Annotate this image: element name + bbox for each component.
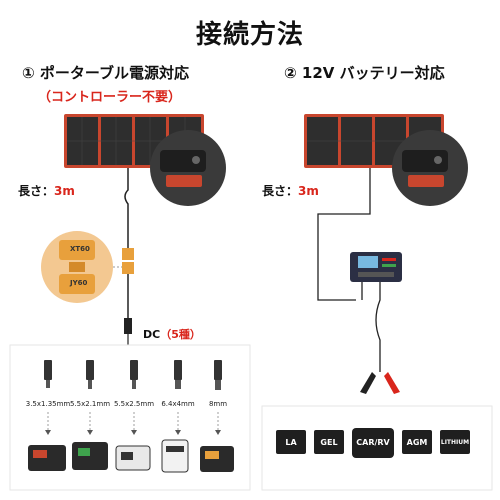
length-label-left: 長さ：3m: [18, 184, 75, 198]
junction-box-zoom-right: [392, 130, 468, 206]
connector-tag-xt60: XT60: [70, 245, 90, 253]
battery-label-gel: GEL: [320, 438, 338, 447]
charge-controller: [350, 252, 402, 282]
page-title: 接続方法: [195, 20, 304, 50]
battery-icons: [276, 428, 470, 458]
tip-label-1: 3.5x1.35mm: [25, 400, 71, 408]
jy60-connector: [122, 262, 134, 274]
battery-label-la: LA: [285, 438, 297, 447]
battery-clamps: [360, 372, 400, 394]
tip-label-4: 6.4x4mm: [161, 400, 195, 408]
solar-panel-left: [64, 114, 204, 168]
battery-label-car-rv: CAR/RV: [356, 438, 390, 447]
dc-tip-icons: [44, 360, 222, 390]
method2-heading: ② 12V バッテリー対応: [284, 64, 445, 82]
battery-label-lithium: LITHIUM: [440, 439, 470, 446]
junction-box-zoom-left: [150, 130, 226, 206]
dc-plug: [124, 318, 132, 334]
down-arrows: [47, 412, 219, 432]
method1-heading: ① ポーターブル電源対応: [22, 64, 190, 82]
length-label-right: 長さ：3m: [262, 184, 319, 198]
connector-tag-jy60: JY60: [70, 279, 88, 287]
connector-zoom: [41, 231, 113, 303]
tip-label-5: 8mm: [208, 400, 228, 408]
xt60-connector: [122, 248, 134, 260]
tip-label-2: 5.5x2.1mm: [69, 400, 111, 408]
power-station-icons: [28, 439, 234, 473]
dc-label: DC（5種）: [143, 328, 201, 341]
tip-label-3: 5.5x2.5mm: [113, 400, 155, 408]
battery-label-agm: AGM: [406, 438, 428, 447]
arrowheads: [45, 430, 221, 435]
method1-note: （コントローラー不要）: [38, 90, 182, 105]
